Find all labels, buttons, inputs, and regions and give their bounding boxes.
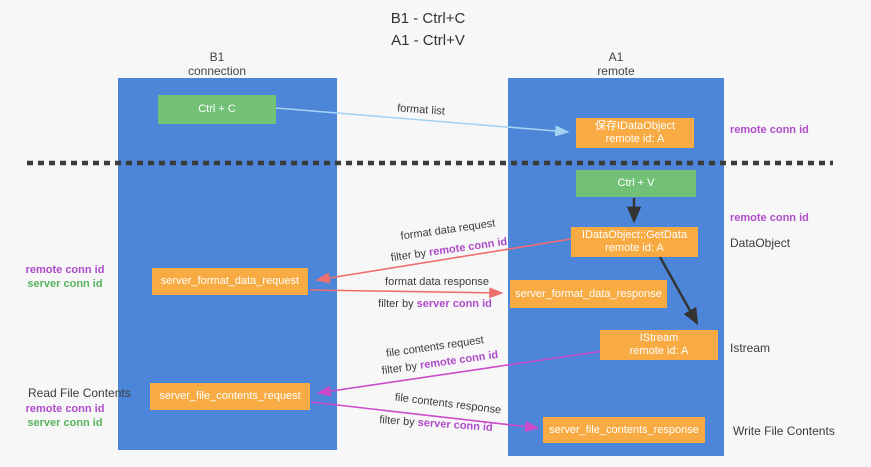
node-idataobject-getdata-line2: remote id: A: [605, 242, 664, 254]
lane-a1-title: A1: [608, 50, 624, 64]
node-istream-line2: remote id: A: [629, 345, 689, 357]
lane-header-a1: A1 remote: [556, 50, 676, 78]
filter-by-text: filter by: [378, 298, 417, 310]
label-server-conn-id-bottom-left: server conn id: [27, 417, 103, 429]
node-server-file-contents-request: server_file_contents_request: [150, 383, 310, 410]
node-server-format-data-request-label: server_format_data_request: [160, 275, 300, 287]
node-idataobject-getdata: IDataObject::GetData remote id: A: [571, 227, 698, 257]
edge-label-format-list: format list: [396, 102, 446, 118]
node-istream-line1: IStream: [639, 332, 679, 344]
node-server-file-contents-response: server_file_contents_response: [543, 417, 705, 443]
edge-label-file-contents-response-filter: filter by server conn id: [379, 414, 493, 434]
label-group-conn-mid-left: remote conn id server conn id: [15, 263, 115, 291]
node-server-file-contents-response-label: server_file_contents_response: [549, 423, 699, 436]
node-ctrl-v-label: Ctrl + V: [617, 177, 655, 189]
node-idataobject-getdata-line1: IDataObject::GetData: [581, 229, 688, 241]
label-remote-conn-id-bottom-left: remote conn id: [25, 403, 105, 415]
label-server-conn-id-mid-left: server conn id: [27, 278, 103, 290]
node-server-format-data-response-label: server_format_data_response: [515, 287, 662, 300]
node-saved-dataobject-line1: 保存IDataObject: [594, 120, 676, 132]
node-ctrl-c: Ctrl + C: [158, 95, 276, 124]
lane-header-b1: B1 connection: [157, 50, 277, 78]
lane-b1-title: B1: [209, 50, 225, 64]
node-ctrl-c-label: Ctrl + C: [198, 103, 236, 115]
node-ctrl-v: Ctrl + V: [576, 170, 696, 197]
edge-label-file-contents-response: file contents response: [394, 391, 502, 417]
filter-by-text: filter by: [390, 246, 430, 265]
node-server-format-data-response: server_format_data_response: [510, 280, 667, 308]
label-write-file-contents: Write File Contents: [733, 424, 835, 438]
label-group-conn-bottom-left: remote conn id server conn id: [15, 402, 115, 430]
label-remote-conn-id-mid-left: remote conn id: [25, 264, 105, 276]
diagram-title: B1 - Ctrl+C A1 - Ctrl+V: [348, 8, 508, 52]
edge-label-format-data-response-filter: filter by server conn id: [378, 298, 492, 310]
lane-a1-subtitle: remote: [597, 64, 635, 78]
filter-key-remote-conn-id: remote conn id: [428, 235, 508, 259]
label-read-file-contents: Read File Contents: [28, 386, 131, 400]
node-server-format-data-request: server_format_data_request: [152, 268, 308, 295]
node-server-file-contents-request-label: server_file_contents_request: [159, 390, 301, 402]
edge-label-format-data-response: format data response: [385, 276, 489, 288]
label-remote-conn-id-mid-right: remote conn id: [730, 212, 809, 224]
arrow-format-data-response: [309, 287, 504, 299]
label-istream: Istream: [730, 341, 771, 355]
node-saved-dataobject: 保存IDataObject remote id: A: [576, 118, 694, 148]
filter-by-text: filter by: [381, 359, 421, 378]
label-dataobject: DataObject: [730, 236, 791, 250]
filter-key-server-conn-id: server conn id: [416, 298, 492, 310]
filter-key-server-conn-id: server conn id: [417, 416, 494, 434]
title-line-1: B1 - Ctrl+C: [390, 10, 466, 27]
title-line-2: A1 - Ctrl+V: [391, 32, 465, 49]
node-istream: IStream remote id: A: [600, 330, 718, 360]
label-remote-conn-id-top-right: remote conn id: [730, 124, 809, 136]
lane-b1-subtitle: connection: [187, 64, 247, 78]
node-saved-dataobject-line2: remote id: A: [605, 133, 665, 145]
filter-by-text: filter by: [378, 414, 419, 429]
